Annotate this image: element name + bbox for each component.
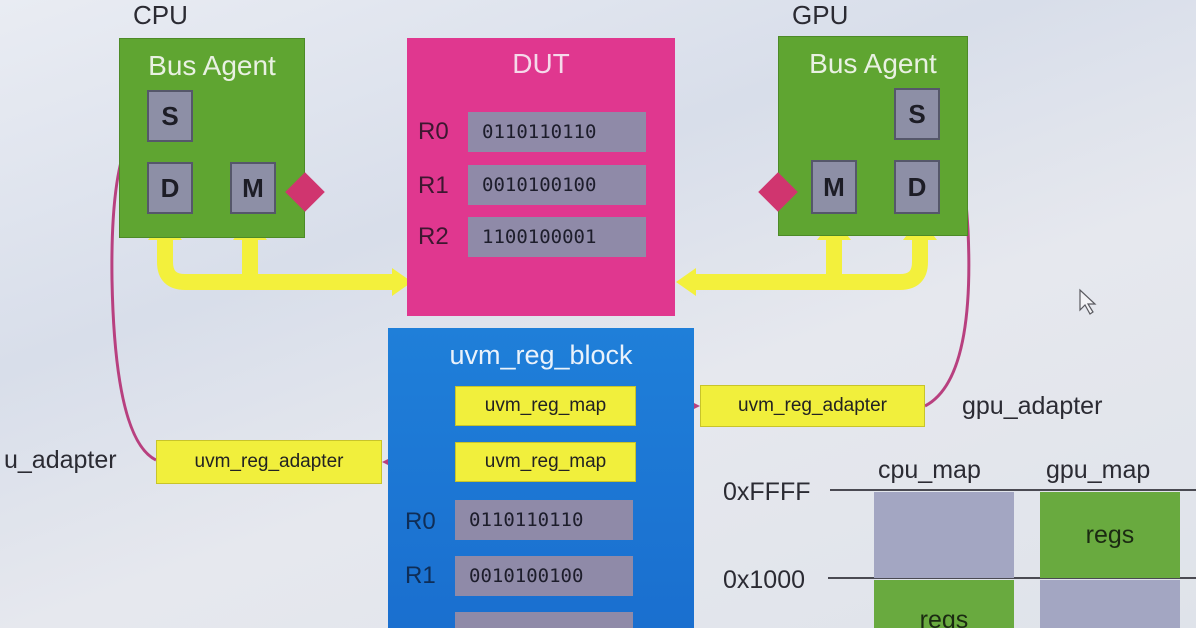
gpu-map-header: gpu_map <box>1046 456 1151 484</box>
cpu-m-port: M <box>230 162 276 214</box>
dut-reg-value-0: 0110110110 <box>468 112 646 152</box>
uvm-reg-map-gpu: uvm_reg_map <box>455 386 636 426</box>
cpu-uvm-reg-adapter: uvm_reg_adapter <box>156 440 382 484</box>
dut-right-arrowhead <box>676 268 696 296</box>
cpu-map-regs-region: regs <box>874 580 1014 628</box>
block-reg-name-0: R0 <box>405 508 436 535</box>
dut-reg-name-0: R0 <box>418 118 449 145</box>
addr-mid-label: 0x1000 <box>723 566 806 594</box>
gpu-s-port: S <box>894 88 940 140</box>
dut-reg-value-2: 1100100001 <box>468 217 646 257</box>
cpu-d-port: D <box>147 162 193 214</box>
gpu-bus-arrow <box>690 238 928 290</box>
block-reg-name-1: R1 <box>405 562 436 589</box>
dut-reg-name-2: R2 <box>418 223 449 250</box>
block-reg-value-1: 0010100100 <box>455 556 633 596</box>
gpu-adapter-label: gpu_adapter <box>962 392 1103 420</box>
block-reg-value-2-clipped <box>455 612 633 628</box>
uvm-reg-map-cpu: uvm_reg_map <box>455 442 636 482</box>
dut-left-arrowhead <box>392 268 412 296</box>
dut-reg-value-1: 0010100100 <box>468 165 646 205</box>
cpu-map-header: cpu_map <box>878 456 981 484</box>
gpu-map-regs-region: regs <box>1040 492 1180 578</box>
reg-block-title: uvm_reg_block <box>449 340 633 370</box>
dut-reg-name-1: R1 <box>418 172 449 199</box>
cpu-title: CPU <box>133 0 188 30</box>
block-reg-value-0: 0110110110 <box>455 500 633 540</box>
gpu-d-port: D <box>894 160 940 214</box>
cpu-agent-title: Bus Agent <box>148 50 276 81</box>
gpu-m-port: M <box>811 160 857 214</box>
gpu-title: GPU <box>792 0 849 30</box>
cpu-s-port: S <box>147 90 193 142</box>
addr-high-label: 0xFFFF <box>723 478 811 506</box>
dut-title: DUT <box>512 48 570 79</box>
cpu-adapter-label: u_adapter <box>4 446 117 474</box>
gpu-uvm-reg-adapter: uvm_reg_adapter <box>700 385 925 427</box>
gpu-agent-title: Bus Agent <box>809 48 937 79</box>
cpu-map-upper-region <box>874 492 1014 578</box>
cpu-bus-arrow <box>157 238 398 290</box>
cpu-map-regs-label: regs <box>919 606 969 628</box>
gpu-map-lower-region <box>1040 580 1180 628</box>
mouse-cursor-icon <box>1079 288 1097 315</box>
